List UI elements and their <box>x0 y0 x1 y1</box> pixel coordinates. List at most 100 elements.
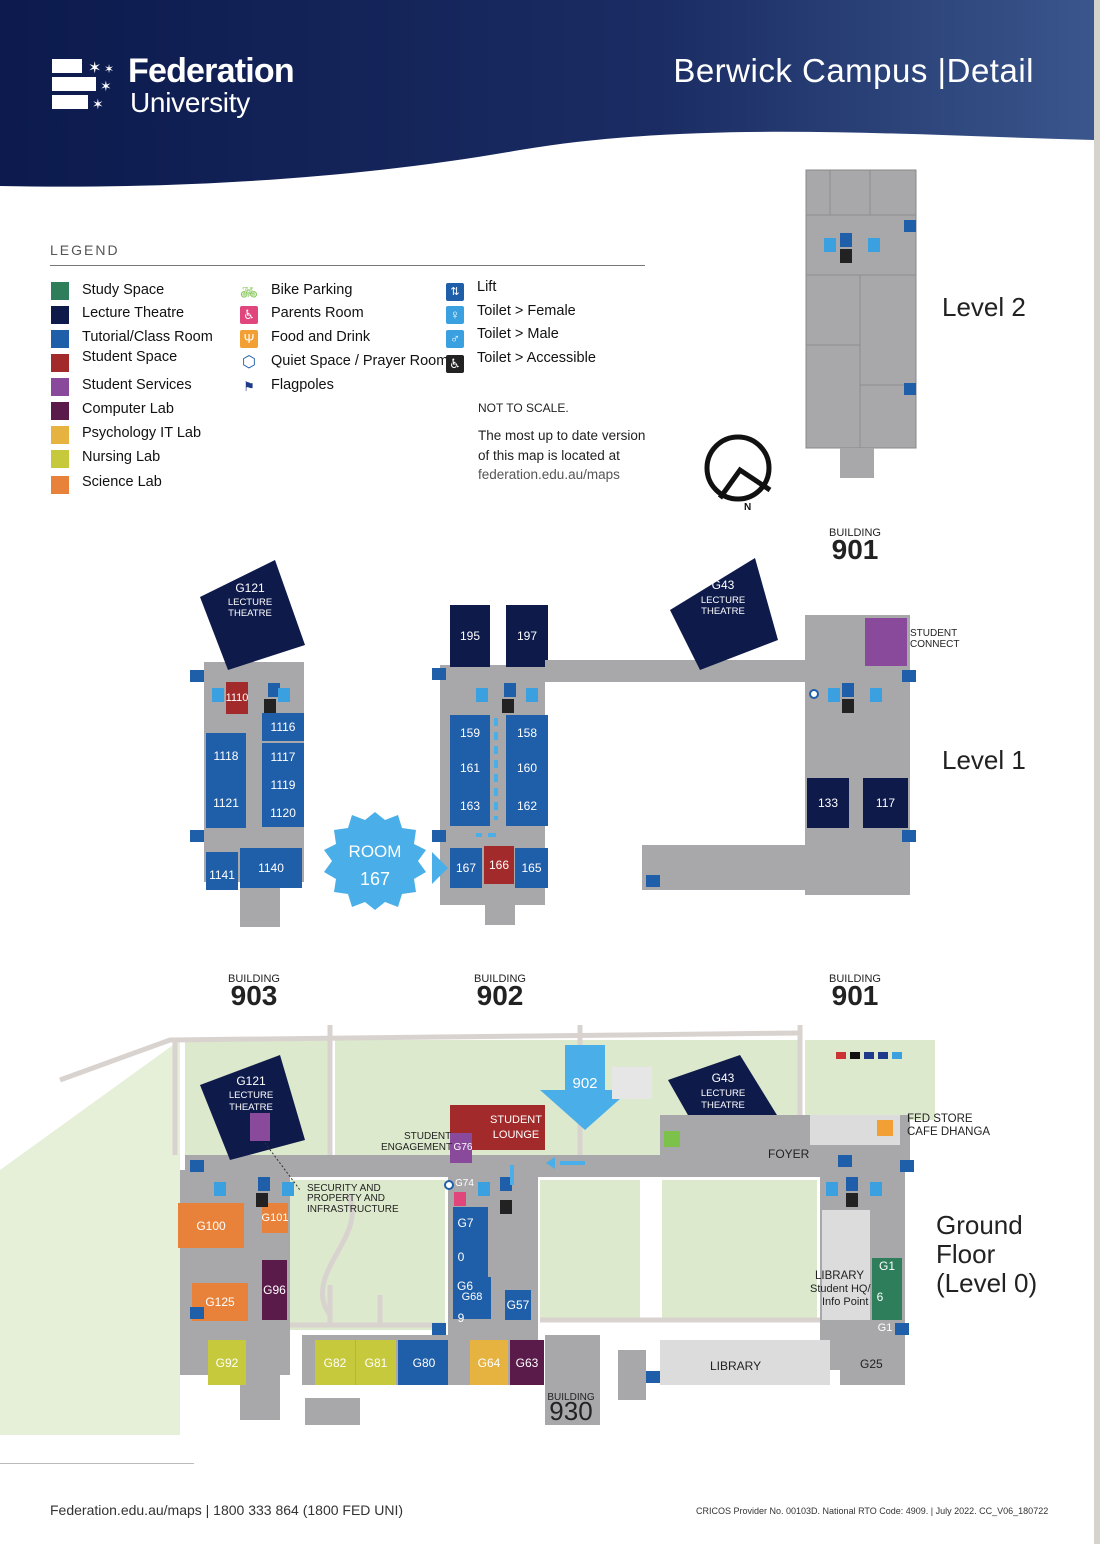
footer-cricos: CRICOS Provider No. 00103D. National RTO… <box>696 1506 1049 1516</box>
legend-item-lift: Lift <box>477 279 497 295</box>
room-g57-label: G57 <box>506 1298 530 1312</box>
g43-lecture-theatre-l1[interactable] <box>670 558 778 670</box>
room-g64-label: G64 <box>477 1355 501 1370</box>
toilet-accessible-icon: ♿︎ <box>446 355 464 373</box>
room-161[interactable] <box>450 750 490 786</box>
stairs-icon <box>902 670 916 682</box>
bike-icon: 🚲︎ <box>240 284 258 300</box>
room-158[interactable] <box>506 715 548 750</box>
room-1116[interactable] <box>262 713 304 741</box>
footer-contact[interactable]: Federation.edu.au/maps | 1800 333 864 (1… <box>50 1502 404 1518</box>
security-property-room[interactable] <box>250 1113 270 1141</box>
room-167[interactable] <box>450 848 482 888</box>
not-to-scale-note: NOT TO SCALE. <box>478 401 569 415</box>
legend-item-student-space: Student Space <box>82 349 178 365</box>
room-g101[interactable] <box>262 1203 288 1233</box>
stairs-icon <box>838 1155 852 1167</box>
room-g100[interactable] <box>178 1203 244 1248</box>
room-166[interactable] <box>484 846 514 884</box>
level-2-label: Level 2 <box>942 292 1026 322</box>
theatre-label: THEATRE <box>228 608 272 619</box>
room-1141[interactable] <box>206 852 238 890</box>
lift-icon <box>504 683 516 697</box>
map-url-link[interactable]: federation.edu.au/maps <box>478 467 620 482</box>
room-g80[interactable] <box>398 1340 450 1385</box>
legend-item-toilet-accessible: Toilet > Accessible <box>477 350 596 366</box>
room-g1-study[interactable] <box>872 1258 902 1320</box>
room-g76[interactable] <box>450 1133 472 1163</box>
room-g64[interactable] <box>470 1340 508 1385</box>
room-195[interactable] <box>450 605 490 667</box>
toilet-female-icon <box>476 688 488 702</box>
room-1121[interactable] <box>206 778 246 828</box>
toilet-male-icon <box>870 1182 882 1196</box>
student-connect-room[interactable] <box>865 618 907 666</box>
g121-lecture-theatre-l1[interactable] <box>200 560 305 670</box>
room-133[interactable] <box>807 778 849 828</box>
room-162[interactable] <box>506 786 548 826</box>
page-edge <box>1094 0 1100 1544</box>
room-165-label: 165 <box>521 861 542 875</box>
lift-icon <box>840 233 852 247</box>
room-g6[interactable] <box>453 1277 491 1319</box>
legend-title: LEGEND <box>50 242 120 258</box>
legend-item-bike-parking: Bike Parking <box>271 282 353 298</box>
room-1140[interactable] <box>240 848 302 888</box>
stairs-icon <box>904 383 916 395</box>
flagpole-icon: ⚑ <box>243 379 255 394</box>
library-label-2: Student HQ/ <box>810 1283 871 1295</box>
study-space-swatch <box>51 282 69 300</box>
room-g7-label: G7 <box>457 1216 474 1230</box>
food-drink-icon: Ψ <box>240 330 258 348</box>
map-note-line2: of this map is located at <box>478 448 620 463</box>
room-163[interactable] <box>450 786 490 826</box>
room-1118[interactable] <box>206 733 246 778</box>
room-197-label: 197 <box>516 629 538 643</box>
room-g92[interactable] <box>208 1340 246 1385</box>
toilet-female-icon <box>212 688 224 702</box>
theatre-label: THEATRE <box>701 1100 745 1111</box>
room-g7[interactable] <box>453 1207 488 1247</box>
toilet-male-icon <box>870 688 882 702</box>
student-lounge-label-2: LOUNGE <box>492 1129 540 1141</box>
room-160[interactable] <box>506 750 548 786</box>
student-lounge-label-1: STUDENT <box>490 1114 542 1126</box>
room-g81[interactable] <box>356 1340 396 1385</box>
room-1117[interactable] <box>262 743 304 771</box>
library-area[interactable] <box>660 1340 830 1385</box>
nursing-lab-swatch <box>51 450 69 468</box>
room-g80-label: G80 <box>412 1355 436 1370</box>
room-g69-label: 9 <box>457 1311 465 1325</box>
room-197[interactable] <box>506 605 548 667</box>
room-1120[interactable] <box>262 799 304 827</box>
theatre-label: THEATRE <box>229 1102 273 1113</box>
legend-item-student-services: Student Services <box>82 377 192 393</box>
room-117[interactable] <box>863 778 908 828</box>
ground-floor-label-2: Floor <box>936 1239 996 1269</box>
security-label-3: INFRASTRUCTURE <box>307 1204 399 1215</box>
room-195-label: 195 <box>459 629 481 643</box>
room-g101-label: G101 <box>261 1212 289 1224</box>
room-1110[interactable] <box>226 682 248 714</box>
room-1141-label: 1141 <box>209 868 235 882</box>
stairs-icon <box>904 220 916 232</box>
university-logo[interactable]: ✶ ✶ ✶ ✶ <box>52 55 302 125</box>
student-space-swatch <box>51 354 69 372</box>
toilet-male-icon: ♂ <box>446 330 464 348</box>
g121-lecture-theatre-ground[interactable] <box>200 1055 305 1160</box>
room-159[interactable] <box>450 715 490 750</box>
room-g82-label: G82 <box>323 1355 347 1370</box>
room-callout-label-2: 167 <box>359 868 391 889</box>
room-165[interactable] <box>515 848 548 888</box>
room-g96[interactable] <box>262 1260 287 1320</box>
room-g70[interactable] <box>453 1247 488 1277</box>
room-1119[interactable] <box>262 771 304 799</box>
stairs-icon <box>190 1160 204 1172</box>
building-901-level1-label: 901 <box>831 534 879 565</box>
room-g63[interactable] <box>510 1340 544 1385</box>
room-g82[interactable] <box>315 1340 355 1385</box>
room-g57[interactable] <box>505 1290 531 1320</box>
theatre-label: THEATRE <box>701 606 745 617</box>
arrow-902-label: 902 <box>572 1074 598 1092</box>
room-163-label: 163 <box>459 799 481 813</box>
